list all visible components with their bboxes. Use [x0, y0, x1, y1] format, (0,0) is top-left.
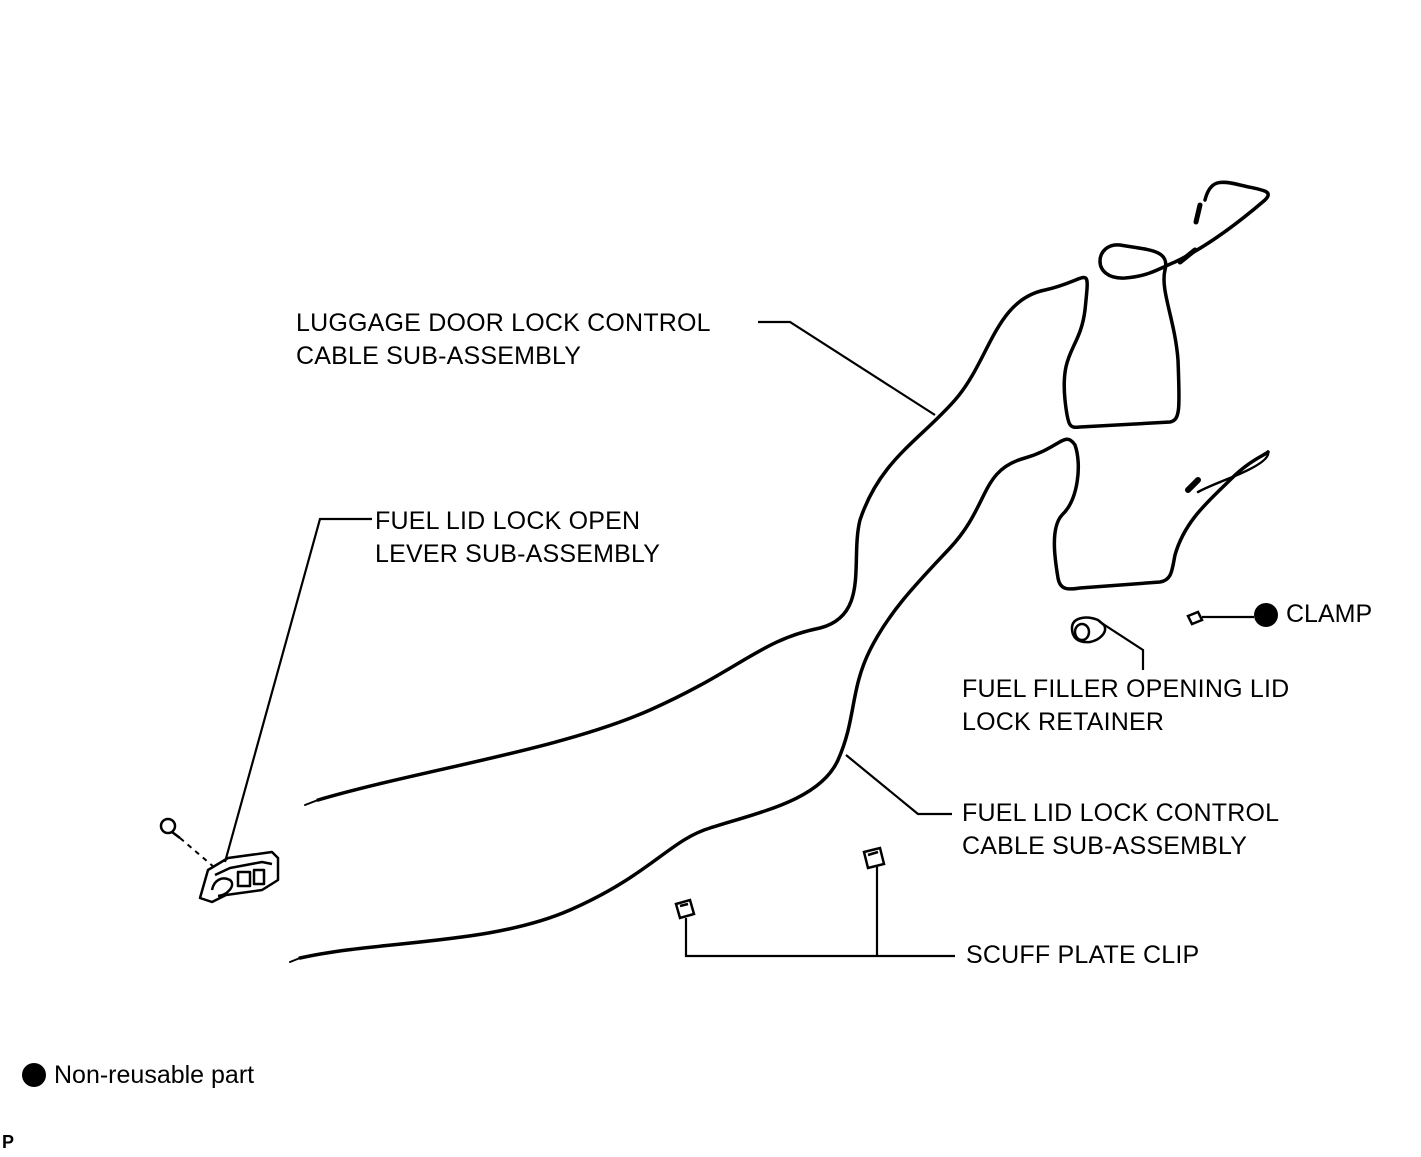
- leader-open-lever: [223, 517, 372, 863]
- label-luggage-cable: LUGGAGE DOOR LOCK CONTROL CABLE SUB-ASSE…: [296, 307, 711, 373]
- label-retainer-line2: LOCK RETAINER: [962, 708, 1165, 736]
- leader-luggage: [758, 320, 936, 416]
- label-retainer-line1: FUEL FILLER OPENING LID: [962, 675, 1290, 703]
- open-lever-part: [198, 850, 280, 904]
- label-fuel-cable-line2: CABLE SUB-ASSEMBLY: [962, 832, 1248, 860]
- label-fuel-cable-line1: FUEL LID LOCK CONTROL: [962, 799, 1280, 827]
- leader-retainer: [1099, 621, 1145, 670]
- legend: Non-reusable part: [22, 1060, 254, 1090]
- non-reusable-dot-icon: [1254, 602, 1278, 627]
- label-clamp: CLAMP: [1254, 600, 1372, 629]
- leader-fuel-cable: [845, 754, 952, 816]
- label-scuff-clip: SCUFF PLATE CLIP: [966, 939, 1199, 972]
- lock-retainer-part: [1070, 616, 1107, 644]
- leader-scuff: [684, 866, 955, 958]
- label-open-lever: FUEL LID LOCK OPEN LEVER SUB-ASSEMBLY: [375, 505, 660, 571]
- luggage-door-cable: [316, 180, 1270, 802]
- label-clamp-text: CLAMP: [1286, 600, 1373, 628]
- label-open-lever-line1: FUEL LID LOCK OPEN: [375, 507, 641, 535]
- label-retainer: FUEL FILLER OPENING LID LOCK RETAINER: [962, 673, 1289, 739]
- lever-screw: [159, 817, 181, 839]
- label-scuff-clip-text: SCUFF PLATE CLIP: [966, 941, 1200, 969]
- legend-text: Non-reusable part: [54, 1061, 255, 1089]
- fuel-lid-cable: [298, 437, 1270, 960]
- label-luggage-cable-line2: CABLE SUB-ASSEMBLY: [296, 342, 582, 370]
- clamp-part: [1186, 610, 1204, 626]
- footer-code: P: [2, 1132, 15, 1152]
- label-open-lever-line2: LEVER SUB-ASSEMBLY: [375, 540, 661, 568]
- scuff-clip-part: [674, 846, 886, 920]
- legend-dot-icon: [22, 1063, 46, 1087]
- label-luggage-cable-line1: LUGGAGE DOOR LOCK CONTROL: [296, 309, 711, 337]
- label-fuel-cable: FUEL LID LOCK CONTROL CABLE SUB-ASSEMBLY: [962, 797, 1279, 863]
